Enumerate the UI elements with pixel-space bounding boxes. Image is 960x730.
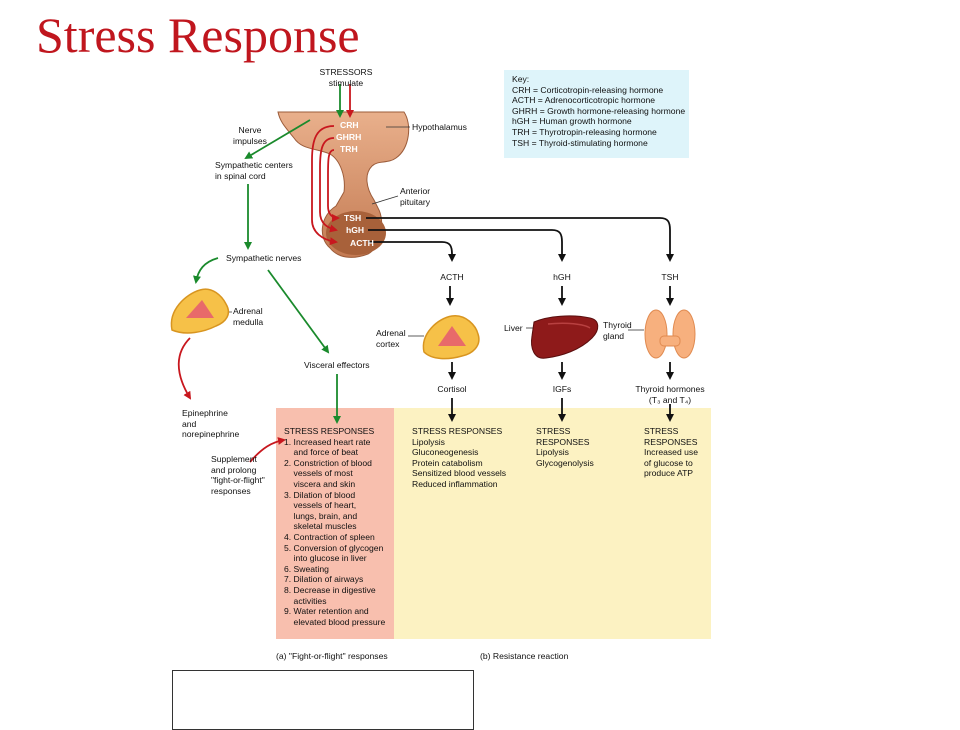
- liver-label: Liver: [504, 323, 523, 333]
- hgh-responses: STRESS RESPONSES Lipolysis Glycogenolysi…: [536, 426, 594, 468]
- cortisol-label: Cortisol: [437, 384, 467, 394]
- igfs-label: IGFs: [552, 384, 572, 394]
- hormone-trh: TRH: [340, 144, 358, 154]
- epinephrine-label: Epinephrine and norepinephrine: [182, 408, 240, 440]
- thyroid-responses: STRESS RESPONSES Increased use of glucos…: [644, 426, 698, 479]
- fight-or-flight-panel: [276, 408, 394, 639]
- stressors-label: STRESSORS stimulate: [319, 67, 373, 88]
- adrenal-cortex-illustration: [422, 315, 480, 360]
- thyroid-illustration: [644, 309, 696, 359]
- adrenal-medulla-illustration: [170, 288, 230, 334]
- fight-or-flight-list: STRESS RESPONSES 1. Increased heart rate…: [284, 426, 385, 627]
- resistance-caption: (b) Resistance reaction: [480, 651, 569, 661]
- adrenal-medulla-label: Adrenal medulla: [233, 306, 264, 327]
- key-box: Key: CRH = Corticotropin-releasing hormo…: [504, 70, 689, 158]
- hormone-hgh: hGH: [346, 225, 365, 235]
- resistance-panel: [394, 408, 711, 639]
- fight-or-flight-item: 5. Conversion of glycogen into glucose i…: [284, 542, 384, 564]
- liver-illustration: [531, 315, 599, 359]
- fight-or-flight-item: 1. Increased heart rate and force of bea…: [284, 436, 371, 458]
- key-item: GHRH = Growth hormone-releasing hormone: [512, 105, 686, 116]
- hgh-path-label: hGH: [553, 272, 571, 282]
- acth-path-label: ACTH: [440, 272, 464, 282]
- hormone-crh: CRH: [340, 120, 359, 130]
- key-item: TSH = Thyroid-stimulating hormone: [512, 137, 648, 148]
- hormone-acth: ACTH: [350, 238, 374, 248]
- sympathetic-nerves-label: Sympathetic nerves: [226, 253, 302, 263]
- fight-or-flight-item: 7. Dilation of airways: [284, 574, 364, 585]
- hypothalamus-label: Hypothalamus: [412, 122, 467, 132]
- hormone-tsh: TSH: [344, 213, 362, 223]
- key-item: hGH = Human growth hormone: [512, 116, 632, 127]
- key-item: TRH = Thyrotropin-releasing hormone: [512, 126, 657, 137]
- fight-or-flight-item: 8. Decrease in digestive activities: [284, 584, 376, 606]
- thyroid-hormones-label: Thyroid hormones (T₃ and T₄): [635, 384, 705, 405]
- fight-or-flight-item: 6. Sweating: [284, 563, 329, 574]
- thyroid-gland-label: Thyroid gland: [603, 320, 632, 341]
- key-item: CRH = Corticotropin-releasing hormone: [512, 84, 664, 95]
- anterior-pituitary-label: Anterior pituitary: [400, 186, 431, 207]
- visceral-effectors-label: Visceral effectors: [304, 360, 370, 370]
- fight-or-flight-item: 2. Constriction of blood vessels of most…: [284, 457, 372, 489]
- fight-or-flight-heading: STRESS RESPONSES: [284, 426, 375, 436]
- cortisol-responses: STRESS RESPONSES Lipolysis Gluconeogenes…: [412, 426, 507, 489]
- fight-or-flight-item: 3. Dilation of blood vessels of heart, l…: [284, 489, 358, 532]
- fight-or-flight-item: 9. Water retention and elevated blood pr…: [284, 606, 386, 627]
- tsh-path-label: TSH: [661, 272, 679, 282]
- slide-title: Stress Response: [36, 7, 360, 63]
- hormone-ghrh: GHRH: [336, 132, 362, 142]
- key-heading: Key:: [512, 74, 530, 84]
- key-item: ACTH = Adrenocorticotropic hormone: [512, 95, 656, 106]
- sympathetic-centers-label: Sympathetic centers in spinal cord: [215, 160, 293, 181]
- fight-or-flight-caption: (a) "Fight-or-flight" responses: [276, 651, 388, 661]
- nerve-impulses-label: Nerve impulses: [233, 125, 267, 146]
- fight-or-flight-item: 4. Contraction of spleen: [284, 531, 375, 542]
- empty-box: [172, 670, 474, 730]
- supplement-label: Supplement and prolong "fight-or-flight"…: [211, 454, 265, 496]
- adrenal-cortex-label: Adrenal cortex: [376, 328, 406, 349]
